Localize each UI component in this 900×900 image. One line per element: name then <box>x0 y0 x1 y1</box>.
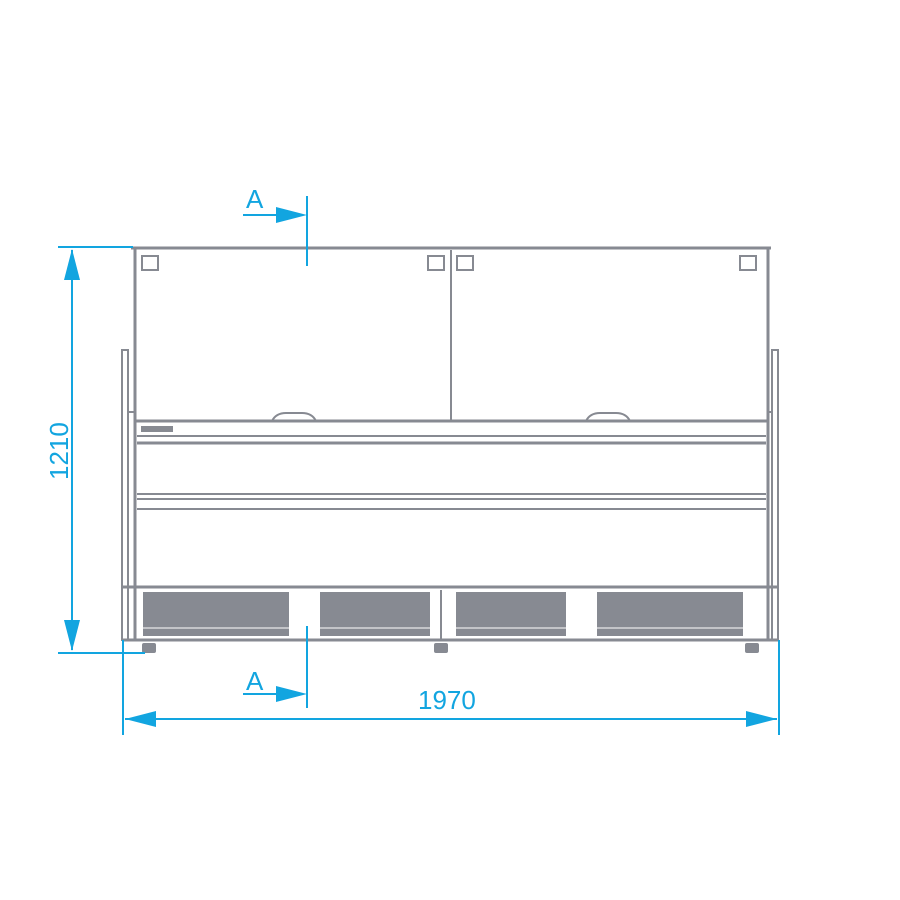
width-value: 1970 <box>418 685 476 715</box>
section-label-top: A <box>246 184 264 214</box>
section-marker-top: A <box>243 184 308 266</box>
height-dimension: 1210 <box>44 246 145 654</box>
section-marker-bottom: A <box>243 626 308 708</box>
height-value: 1210 <box>44 422 74 480</box>
width-dimension: 1970 <box>122 640 780 735</box>
feet <box>142 643 759 653</box>
cabinet-outline <box>121 246 779 642</box>
section-label-bottom: A <box>246 666 264 696</box>
ventilation-grilles <box>143 590 743 640</box>
